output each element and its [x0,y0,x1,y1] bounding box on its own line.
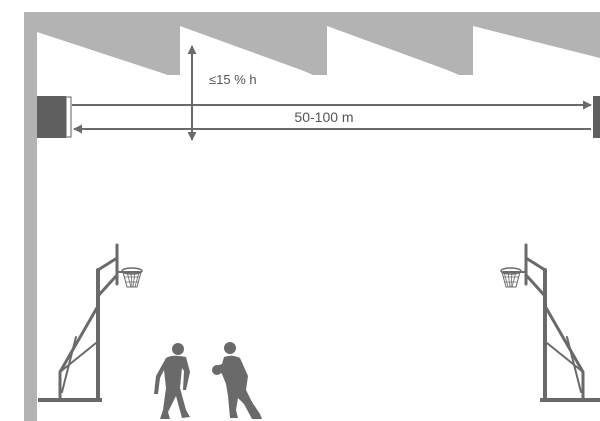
roof-tooth-2 [168,12,315,75]
receiver-block-icon [593,96,600,138]
emitter-block-icon [37,96,66,138]
emitter-lens [65,96,72,138]
left-hoop-base [38,398,102,402]
roof-tooth-1 [24,12,168,75]
dribbling-player-icon [216,342,262,419]
roof-tooth-4 [461,12,600,75]
left-wall [24,12,37,421]
height-ratio-label: ≤15 % h [209,72,257,87]
basketball-hoop-icon [500,243,585,402]
defending-player-icon [154,343,190,419]
span-distance-label: 50-100 m [294,109,353,125]
basketball-hoop-icon [58,243,143,402]
roof-tooth-3 [315,12,461,75]
right-hoop-base [540,398,600,402]
basketball-icon [212,365,222,375]
